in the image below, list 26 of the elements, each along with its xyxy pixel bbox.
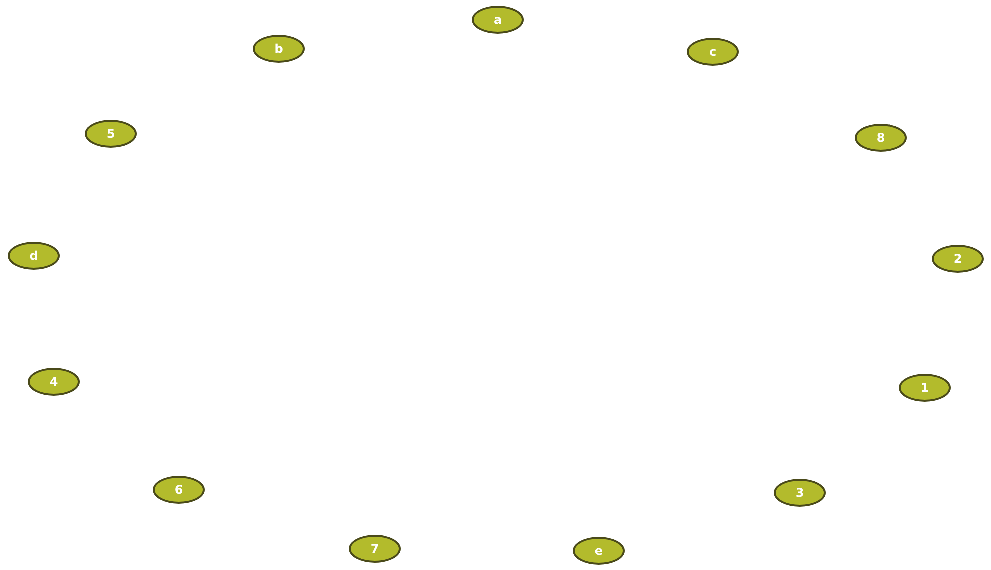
node-label: 2	[954, 253, 962, 265]
node-ellipse	[899, 374, 951, 402]
node-label: a	[494, 14, 502, 26]
node-ellipse	[774, 479, 826, 507]
node-label: c	[709, 46, 717, 58]
node-ellipse	[28, 368, 80, 396]
node-ellipse	[349, 535, 401, 563]
node-ellipse	[8, 242, 60, 270]
node-label: b	[274, 43, 284, 55]
node-label: 7	[370, 543, 380, 555]
node-label: d	[30, 250, 38, 262]
node-ellipse	[253, 35, 305, 63]
node-ellipse	[573, 537, 625, 565]
node-ellipse	[153, 476, 205, 504]
node-ellipse	[472, 6, 524, 34]
node-label: 3	[796, 487, 804, 499]
node-ellipse	[687, 38, 739, 66]
node-label: 5	[106, 128, 116, 140]
node-label: 6	[174, 484, 184, 496]
node-ellipse	[85, 120, 137, 148]
node-label: e	[594, 545, 604, 557]
node-label: 4	[50, 376, 58, 388]
node-ellipse	[855, 124, 907, 152]
node-label: 8	[876, 132, 886, 144]
node-label: 1	[920, 382, 930, 394]
node-ellipse	[932, 245, 984, 273]
